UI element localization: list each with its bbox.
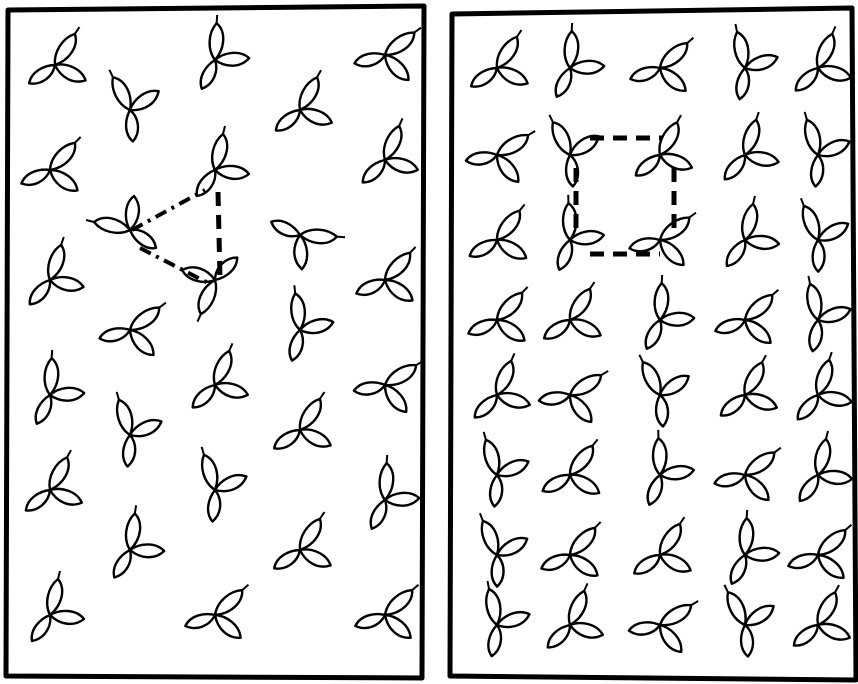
right-panel (450, 8, 858, 680)
left-panel (6, 6, 440, 678)
left-panel-border (6, 6, 424, 678)
